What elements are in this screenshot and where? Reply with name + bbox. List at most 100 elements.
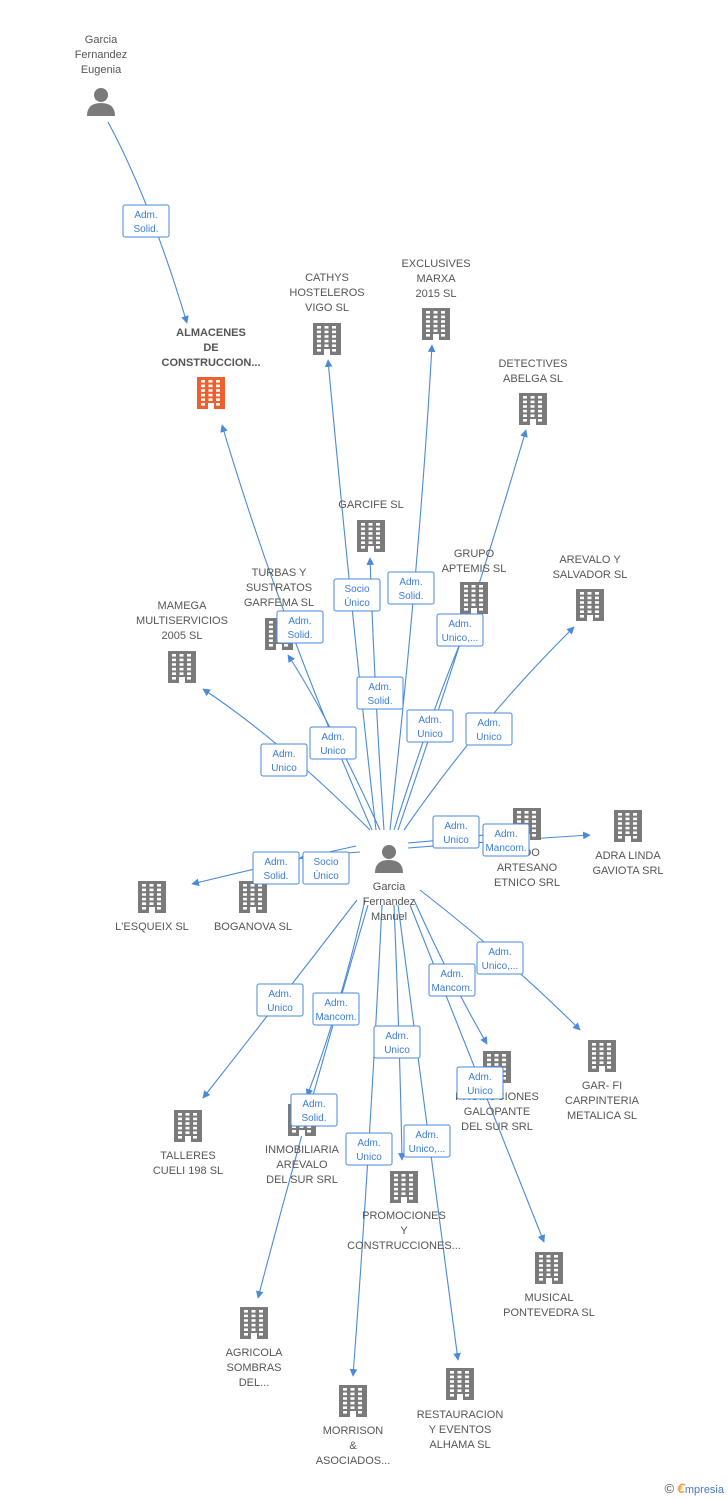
edge-label-gfm-tur[interactable]: Adm.Unico (309, 726, 357, 760)
edge-labels-layer: Adm.Solid.Adm.Solid.SocioÚnicoAdm.Solid.… (122, 204, 530, 1166)
building-icon (197, 377, 225, 409)
edge-label-box (122, 204, 170, 238)
edge-label-box (290, 1093, 338, 1127)
edge-label-gfm-mam[interactable]: Adm.Unico (260, 743, 308, 777)
node-mus[interactable]: MUSICAL PONTEVEDRA SL (503, 1252, 595, 1319)
edge-label-line: Unico (267, 1003, 293, 1014)
edge-label-box (309, 726, 357, 760)
edge-label-line: Unico (476, 732, 502, 743)
node-label-line: Garcia (373, 881, 406, 893)
edge-label-gfm-are[interactable]: Adm.Unico (465, 712, 513, 746)
edge-label-line: Unico (356, 1152, 382, 1163)
node-label-line: MUSICAL (525, 1292, 574, 1304)
edge-label-gfm-exc[interactable]: Adm.Solid. (387, 571, 435, 605)
edge-label-gfm-gar[interactable]: Adm.Solid. (356, 676, 404, 710)
brand-logo-initial: € (677, 1480, 685, 1496)
edge-label-box (465, 712, 513, 746)
node-label-line: BOGANOVA SL (214, 921, 292, 933)
node-label-line: AGRICOLA (226, 1347, 284, 1359)
edge-label-line: Adm. (444, 821, 467, 832)
node-label-line: Manuel (371, 911, 407, 923)
edge-label-box (312, 992, 360, 1026)
node-label-line: ALHAMA SL (429, 1439, 490, 1451)
edge-label-gfm-pgal[interactable]: Adm.Mancom. (428, 963, 476, 997)
node-label-line: DE (203, 342, 218, 354)
edge-label-box (406, 709, 454, 743)
node-label-line: L'ESQUEIX SL (115, 921, 189, 933)
edge-label-gfm-det[interactable]: Adm.Unico (406, 709, 454, 743)
node-label-line: ABELGA SL (503, 373, 563, 385)
edge-label-line: Único (313, 869, 339, 882)
node-agr[interactable]: AGRICOLASOMBRASDEL... (226, 1307, 284, 1389)
building-icon (313, 323, 341, 355)
node-label-line: MULTISERVICIOS (136, 615, 228, 627)
node-label-line: Fernandez (363, 896, 416, 908)
edge-label-line: Único (344, 596, 370, 609)
edge-label-gfm-mor[interactable]: Adm.Unico (345, 1132, 393, 1166)
node-label-line: APTEMIS SL (442, 563, 507, 575)
edge-label-gfm-agr[interactable]: Adm.Solid. (290, 1093, 338, 1127)
node-label-line: AREVALO (276, 1159, 328, 1171)
edge-label-gfm-tal[interactable]: Adm.Unico (256, 983, 304, 1017)
node-label-line: ADRA LINDA (595, 850, 661, 862)
node-label-line: MAMEGA (158, 600, 208, 612)
edge-label-gfm-alm[interactable]: Adm.Solid. (276, 610, 324, 644)
person-icon (375, 845, 403, 873)
node-label-line: Y EVENTOS (429, 1424, 492, 1436)
edge-label-line: Unico,... (442, 633, 479, 644)
edge-label-gfm-esq[interactable]: Adm.Solid. (252, 851, 300, 885)
node-label-line: MORRISON (323, 1425, 384, 1437)
node-label-line: GARCIFE SL (338, 499, 403, 511)
node-bog[interactable]: BOGANOVA SL (214, 881, 292, 933)
node-pyc[interactable]: PROMOCIONESYCONSTRUCCIONES... (347, 1171, 461, 1252)
edge-label-gfm-pyc[interactable]: Adm.Unico (373, 1025, 421, 1059)
edge-label-box (260, 743, 308, 777)
edge-label-line: Adm. (440, 969, 463, 980)
node-alm[interactable]: ALMACENESDECONSTRUCCION... (162, 327, 261, 409)
edge-label-gfm-gru[interactable]: Adm.Unico,... (436, 613, 484, 647)
edge-label-gfm-adr[interactable]: Adm.Mancom. (482, 823, 530, 857)
node-label-line: ETNICO SRL (494, 877, 560, 889)
edge-label-gfm-res[interactable]: Adm.Unico,... (403, 1124, 451, 1158)
node-label-line: PONTEVEDRA SL (503, 1307, 595, 1319)
edge-label-box (476, 941, 524, 975)
edge-label-gfm-garfi[interactable]: Adm.Unico,... (476, 941, 524, 975)
node-esq[interactable]: L'ESQUEIX SL (115, 881, 189, 933)
edge-label-line: Unico (467, 1086, 493, 1097)
node-label-line: HOSTELEROS (289, 287, 364, 299)
edge-label-line: Adm. (399, 577, 422, 588)
edge-label-box (276, 610, 324, 644)
brand-watermark[interactable]: ©€mpresia (664, 1480, 724, 1496)
edge-label-gfe-alm[interactable]: Adm.Solid. (122, 204, 170, 238)
edge-label-gfm-inm[interactable]: Adm.Mancom. (312, 992, 360, 1026)
edge-label-line: Adm. (385, 1031, 408, 1042)
node-mor[interactable]: MORRISON&ASOCIADOS... (316, 1385, 391, 1467)
building-icon (422, 308, 450, 340)
node-label-line: CATHYS (305, 272, 349, 284)
node-gar[interactable]: GARCIFE SL (338, 499, 404, 552)
brand-name: mpresia (684, 1484, 724, 1496)
building-icon (614, 810, 642, 842)
copyright-symbol: © (664, 1481, 675, 1496)
building-icon (576, 589, 604, 621)
building-icon (519, 393, 547, 425)
node-label-line: PROMOCIONES (362, 1210, 446, 1222)
edge-label-gfm-mus[interactable]: Adm.Unico (456, 1066, 504, 1100)
edge-label-gfm-mun[interactable]: Adm.Unico (432, 815, 480, 849)
